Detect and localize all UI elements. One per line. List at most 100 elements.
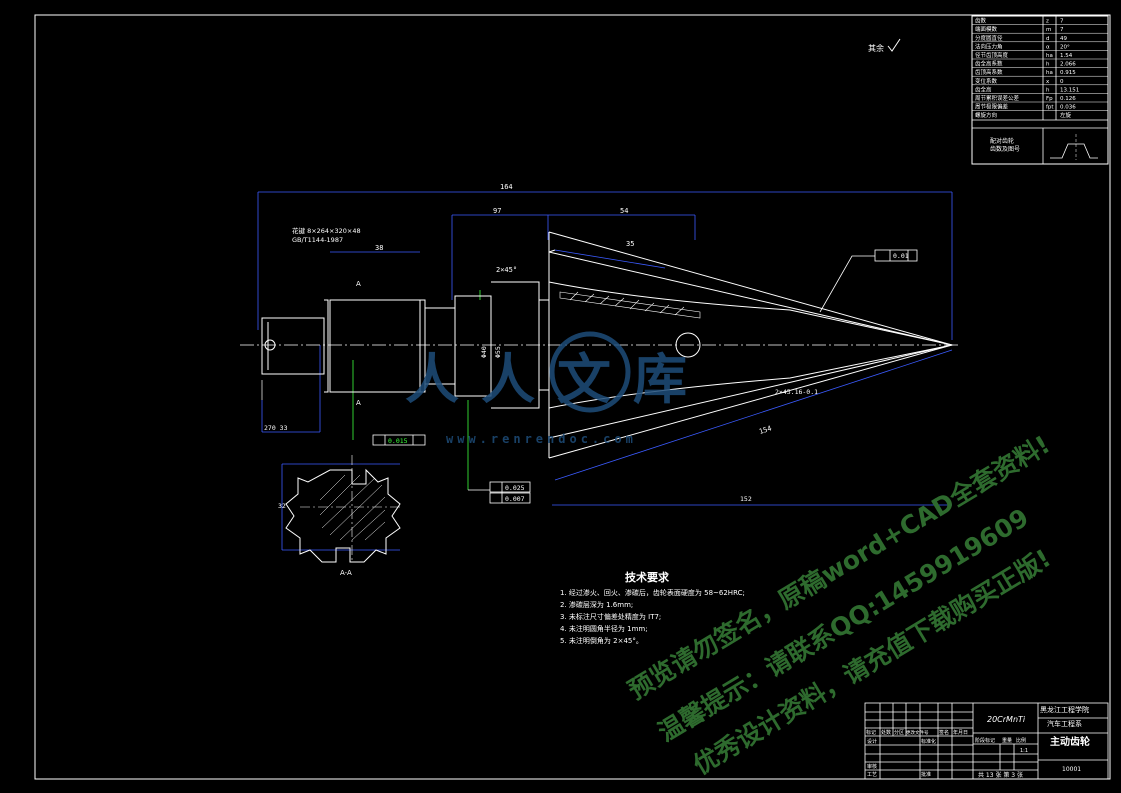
tb-label-standardize: 标准化 — [921, 738, 936, 745]
watermark-line-2: 温馨提示：请联系QQ:1459919609 — [653, 503, 1033, 748]
gear-param-name: 齿顶高系数 — [975, 68, 1003, 76]
tb-label-zone: 分区 — [894, 729, 904, 736]
tb-label-sign: 签名 — [939, 729, 949, 736]
tb-department: 汽车工程系 — [1047, 719, 1082, 728]
section-view-label: A-A — [340, 569, 352, 577]
tb-label-scale: 比例 — [1016, 737, 1026, 744]
gear-param-value: 0.915 — [1060, 70, 1076, 76]
gear-param-name: 齿数 — [975, 17, 987, 25]
tooth-profile-sketch — [1050, 143, 1098, 159]
logo-ring — [549, 331, 631, 413]
dim-54: 54 — [620, 207, 628, 215]
dim-152: 152 — [740, 495, 752, 503]
gear-param-symbol: h — [1046, 62, 1050, 68]
tb-label-stage: 阶段标记 — [975, 737, 995, 744]
gear-param-symbol: ha — [1046, 53, 1053, 59]
spline-spec-2: GB/T1144-1987 — [292, 236, 343, 244]
dim-32: 32 — [278, 502, 286, 510]
gear-param-value: 49 — [1060, 36, 1067, 42]
dimension-texts: 164 97 54 38 35 154 2×45° 花键 8×264×320×4… — [264, 183, 909, 577]
tb-label-weight: 重量 — [1002, 737, 1012, 744]
diameter-label-2: Φ55 — [494, 346, 502, 358]
gear-param-name: 变位系数 — [975, 77, 998, 85]
mating-gear-teeth-label: 齿数及图号 — [990, 145, 1020, 153]
tb-school: 黑龙江工程学院 — [1040, 705, 1089, 714]
gear-param-name: 齿全高 — [975, 85, 992, 93]
tech-req-item-1: 1. 经过渗火、回火、渗碳后，齿轮表面硬度为 58~62HRC; — [560, 588, 745, 597]
tol-value-1: 0.015 — [388, 437, 408, 445]
watermark-logo: 人人文库 www.renrendoc.com — [405, 331, 709, 446]
gear-param-name: 齿全高系数 — [975, 60, 1003, 68]
dim-154: 154 — [758, 424, 773, 436]
gear-param-symbol: x — [1046, 79, 1050, 85]
section-mark-top: A — [356, 280, 361, 288]
roughness-leader — [819, 249, 918, 313]
title-block — [864, 702, 1109, 780]
dim-35: 35 — [626, 240, 634, 248]
part-outline — [240, 231, 960, 459]
tb-label-docno: 更改文件号 — [906, 729, 929, 736]
gear-param-value: 20° — [1060, 44, 1070, 50]
section-mark-bottom: A — [356, 399, 361, 407]
gear-param-name: 端面模数 — [975, 25, 998, 33]
tb-label-mark: 标记 — [866, 729, 876, 736]
title-block-texts: 20CrMnTi 黑龙江工程学院 汽车工程系 主动齿轮 10001 共 13 张… — [866, 705, 1090, 779]
sheet-border — [34, 14, 1111, 780]
spline-section-view — [285, 455, 401, 563]
gear-param-name: 法向压力角 — [975, 42, 1003, 50]
logo-text: 人人文库 — [405, 348, 709, 411]
tb-label-design: 设计 — [867, 738, 877, 745]
gear-param-symbol: fpt — [1046, 105, 1054, 111]
logo-url: www.renrendoc.com — [446, 432, 637, 446]
tech-req-item-3: 3. 未标注尺寸偏差处精度为 IT7; — [560, 612, 661, 621]
roughness-note: 其余 — [868, 43, 884, 53]
gear-param-name: 分度圆直径 — [975, 34, 1003, 42]
tol-value-4: 0.007 — [505, 495, 525, 503]
dims-bottom-left: 270 33 — [264, 424, 288, 432]
gear-param-name: 螺旋方向 — [975, 111, 997, 119]
gear-param-symbol: m — [1046, 27, 1051, 33]
gear-param-value: 0 — [1060, 79, 1064, 85]
tech-req-item-2: 2. 渗碳层深为 1.6mm; — [560, 600, 633, 609]
spline-spec-1: 花键 8×264×320×48 — [292, 226, 361, 235]
tb-material: 20CrMnTi — [987, 715, 1026, 724]
tech-req-item-5: 5. 未注明倒角为 2×45°。 — [560, 636, 643, 645]
tb-label-process: 工艺 — [867, 772, 877, 778]
gear-param-value: 2.066 — [1060, 62, 1076, 68]
gear-param-value: 1.54 — [1060, 53, 1073, 59]
hatched-section — [559, 291, 701, 319]
mating-gear-label: 配对齿轮 — [990, 137, 1014, 145]
tb-label-approve: 批准 — [921, 771, 931, 778]
tb-label-review: 审核 — [867, 763, 877, 770]
dim-97: 97 — [493, 207, 501, 215]
gear-param-symbol: Fp — [1046, 96, 1053, 102]
tech-req-item-4: 4. 未注明圆角半径为 1mm; — [560, 624, 648, 633]
dimension-lines — [257, 191, 953, 551]
tb-drawing-no: 10001 — [1062, 766, 1081, 773]
gear-param-value: 0.126 — [1060, 96, 1076, 102]
gear-param-symbol: h — [1046, 87, 1050, 93]
tol-value-3: 0.025 — [505, 484, 525, 492]
tb-label-count: 处数 — [881, 729, 891, 736]
gear-param-name: 径节齿顶高度 — [975, 51, 1009, 59]
tb-sheet-count: 共 13 张 第 3 张 — [978, 771, 1023, 779]
gear-param-value: 13.151 — [1060, 87, 1079, 93]
tb-label-date: 年月日 — [953, 729, 968, 736]
tolerance-leaders — [352, 290, 481, 490]
gear-param-value: 7 — [1060, 19, 1064, 25]
dim-chamfer: 2×45° — [496, 266, 517, 274]
diameter-label-1: Φ40 — [480, 346, 488, 358]
tol-value-2: 0.01 — [893, 252, 909, 260]
gear-param-name: 周节极限偏差 — [975, 103, 1009, 111]
gear-param-value: 0.036 — [1060, 105, 1076, 111]
tb-part-name: 主动齿轮 — [1050, 735, 1090, 748]
technical-requirements: 技术要求 1. 经过渗火、回火、渗碳后，齿轮表面硬度为 58~62HRC; 2.… — [560, 570, 745, 645]
tolerance-frames — [372, 434, 531, 504]
gear-param-symbol: α — [1046, 44, 1050, 50]
tb-scale-value: 1:1 — [1020, 748, 1028, 754]
gear-param-symbol: ha — [1046, 70, 1053, 76]
dim-38: 38 — [375, 244, 383, 252]
roughness-symbol — [887, 38, 901, 52]
